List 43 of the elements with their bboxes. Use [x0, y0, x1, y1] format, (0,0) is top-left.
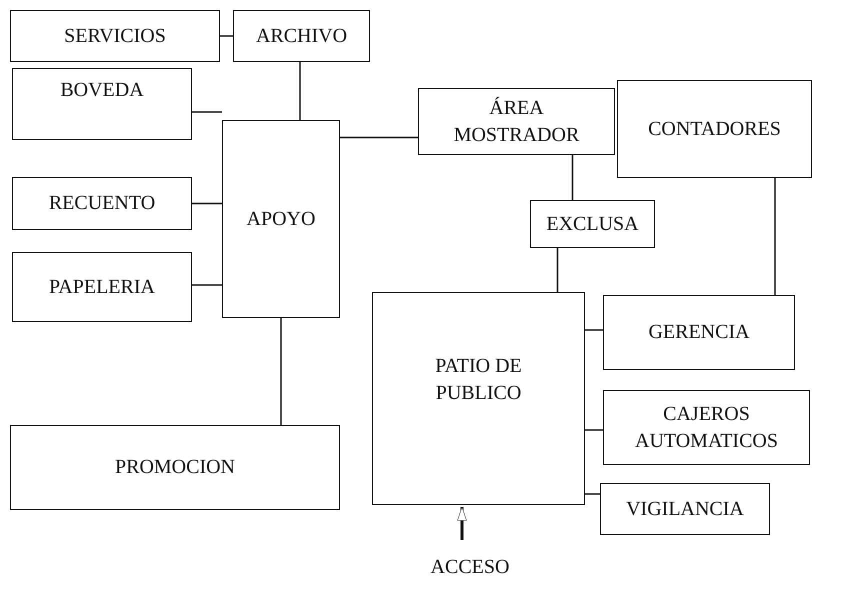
room-box: [530, 200, 655, 248]
room-box: [10, 10, 220, 62]
room-box: [603, 390, 810, 465]
connector-line: [585, 493, 600, 495]
connector-line: [556, 248, 558, 292]
room-box: [12, 177, 192, 230]
room-box: [233, 10, 370, 62]
entrance-arrow: [457, 506, 467, 540]
room-label: ÁREA MOSTRADOR: [452, 96, 580, 148]
room-box: [600, 483, 770, 535]
connector-line: [340, 136, 418, 138]
room-box: [222, 120, 340, 318]
connector-line: [192, 111, 222, 113]
room-box: [603, 295, 795, 370]
room-label: CONTADORES: [648, 116, 781, 142]
room-label: BOVEDA: [60, 78, 144, 103]
connector-line: [299, 62, 301, 120]
connector-line: [192, 202, 222, 204]
room-box: [372, 292, 585, 505]
room-box: [617, 80, 812, 178]
room-label: PATIO DE PUBLICO: [434, 354, 523, 406]
connector-line: [220, 35, 233, 37]
connector-line: [585, 429, 603, 431]
connector-line: [774, 178, 776, 295]
room-label: PROMOCION: [114, 455, 236, 480]
room-box: [12, 252, 192, 322]
connector-line: [192, 284, 222, 286]
room-label: ARCHIVO: [256, 24, 348, 48]
room-label: RECUENTO: [48, 191, 156, 216]
room-box: [418, 88, 615, 155]
connector-line: [585, 329, 603, 331]
connector-line: [280, 318, 282, 425]
room-label: PAPELERIA: [49, 274, 155, 300]
room-box: [10, 425, 340, 510]
room-label: SERVICIOS: [64, 24, 166, 48]
entrance-label: ACCESO: [430, 555, 510, 580]
room-label: EXCLUSA: [546, 212, 639, 236]
room-label: APOYO: [246, 206, 316, 232]
room-box: [12, 68, 192, 140]
room-label: GERENCIA: [648, 320, 750, 345]
room-label: CAJEROS AUTOMATICOS: [634, 402, 779, 454]
connector-line: [572, 155, 574, 200]
room-label: VIGILANCIA: [626, 496, 744, 522]
